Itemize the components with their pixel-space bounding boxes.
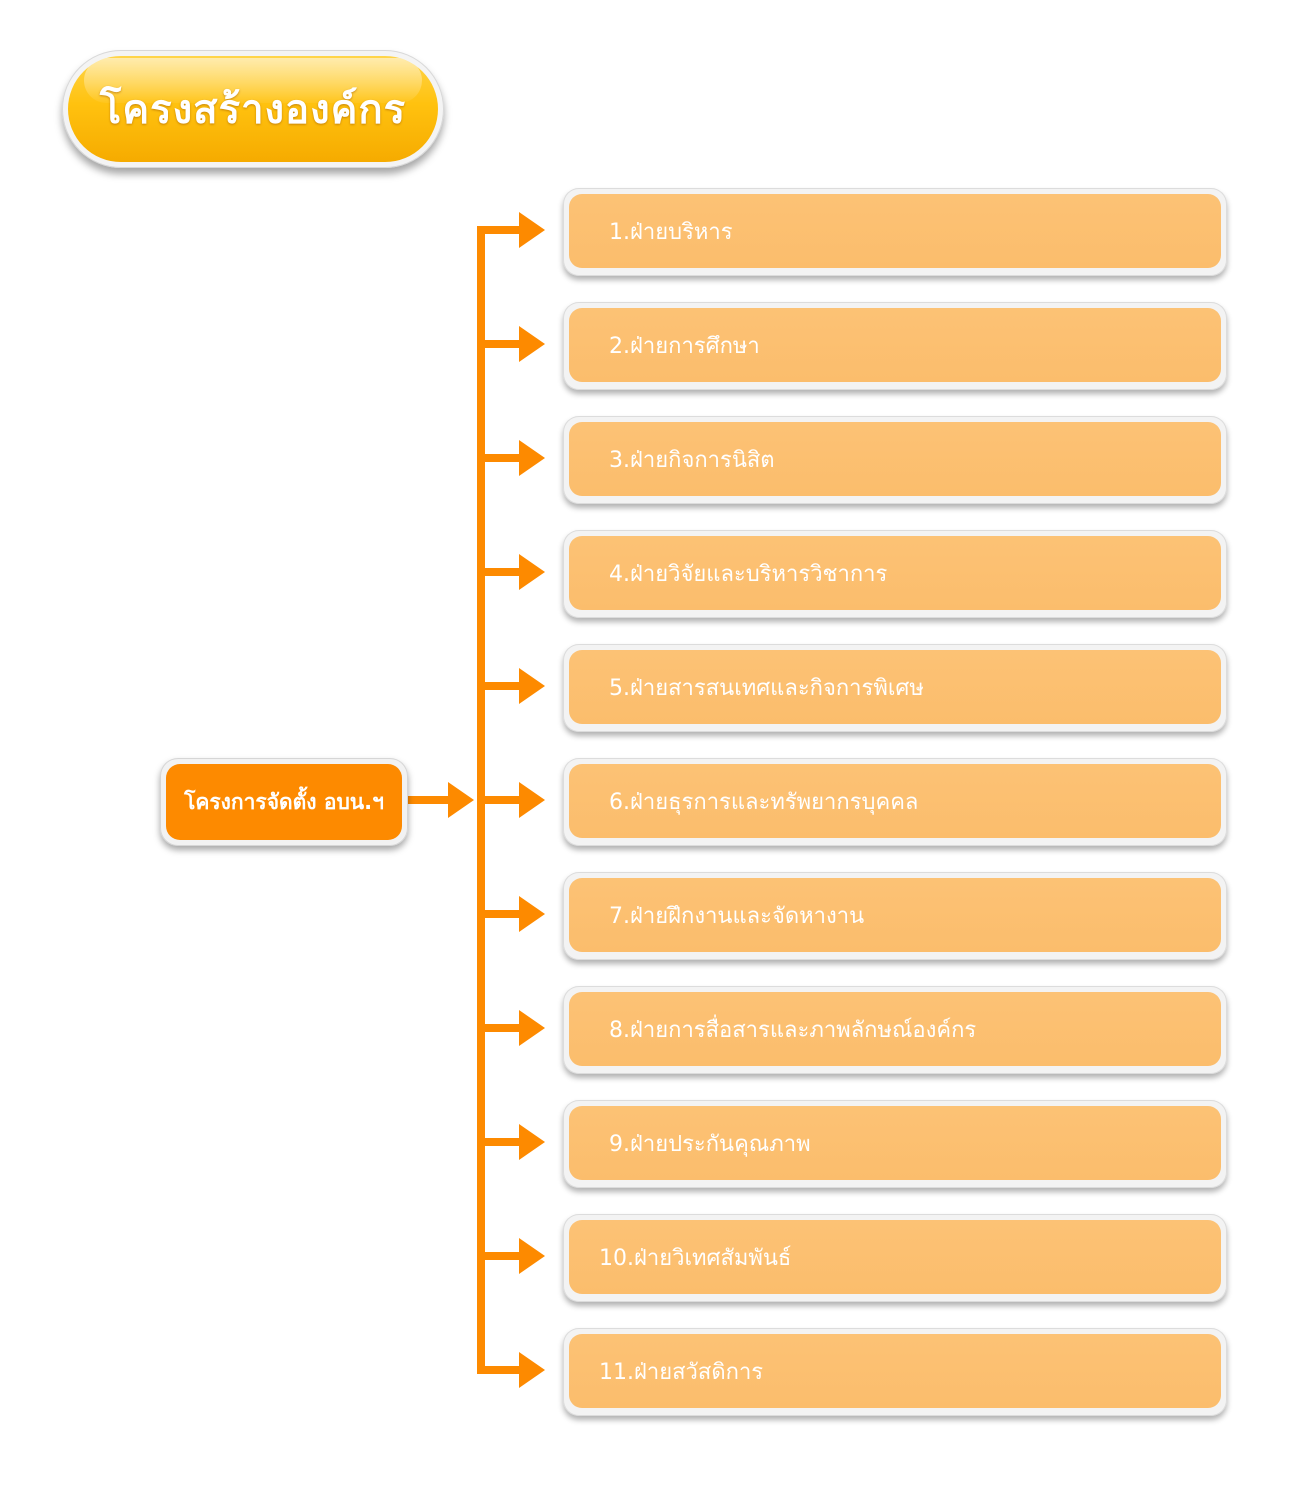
connector-branch — [477, 226, 520, 234]
connector-arrow — [519, 554, 545, 590]
connector-arrow — [519, 1010, 545, 1046]
division-box[interactable]: 2.ฝ่ายการศึกษา — [563, 302, 1227, 390]
connector-branch — [477, 796, 520, 804]
division-label: 6.ฝ่ายธุรการและทรัพยากรบุคคล — [609, 789, 919, 815]
division-label: 5.ฝ่ายสารสนเทศและกิจการพิเศษ — [609, 675, 924, 701]
root-node[interactable]: โครงการจัดตั้ง อบน.ฯ — [160, 758, 408, 846]
division-box[interactable]: 6.ฝ่ายธุรการและทรัพยากรบุคคล — [563, 758, 1227, 846]
root-node-label: โครงการจัดตั้ง อบน.ฯ — [184, 789, 384, 814]
division-label: 4.ฝ่ายวิจัยและบริหารวิชาการ — [609, 561, 888, 587]
connector-arrow — [519, 1124, 545, 1160]
division-box-fill: 10.ฝ่ายวิเทศสัมพันธ์ — [569, 1220, 1221, 1294]
division-label: 2.ฝ่ายการศึกษา — [609, 333, 760, 359]
connector-root-arrow — [448, 782, 474, 818]
division-box-fill: 2.ฝ่ายการศึกษา — [569, 308, 1221, 382]
division-box[interactable]: 3.ฝ่ายกิจการนิสิต — [563, 416, 1227, 504]
page-title: โครงสร้างองค์กร — [99, 87, 407, 133]
connector-branch — [477, 1252, 520, 1260]
connector-arrow — [519, 440, 545, 476]
connector-branch — [477, 1366, 520, 1374]
division-box[interactable]: 10.ฝ่ายวิเทศสัมพันธ์ — [563, 1214, 1227, 1302]
division-label: 9.ฝ่ายประกันคุณภาพ — [609, 1131, 811, 1157]
division-box-fill: 1.ฝ่ายบริหาร — [569, 194, 1221, 268]
division-box-fill: 8.ฝ่ายการสื่อสารและภาพลักษณ์องค์กร — [569, 992, 1221, 1066]
division-label: 1.ฝ่ายบริหาร — [609, 219, 733, 245]
connector-branch — [477, 568, 520, 576]
connector-group — [408, 212, 545, 1388]
division-box-fill: 5.ฝ่ายสารสนเทศและกิจการพิเศษ — [569, 650, 1221, 724]
root-node-fill: โครงการจัดตั้ง อบน.ฯ — [166, 764, 402, 840]
connector-root-line — [408, 796, 448, 804]
division-label: 7.ฝ่ายฝึกงานและจัดหางาน — [609, 903, 865, 929]
connector-branch — [477, 682, 520, 690]
connector-arrow — [519, 326, 545, 362]
division-label: 8.ฝ่ายการสื่อสารและภาพลักษณ์องค์กร — [609, 1017, 977, 1043]
division-box[interactable]: 11.ฝ่ายสวัสดิการ — [563, 1328, 1227, 1416]
division-box-fill: 11.ฝ่ายสวัสดิการ — [569, 1334, 1221, 1408]
connector-branch — [477, 910, 520, 918]
division-box-fill: 7.ฝ่ายฝึกงานและจัดหางาน — [569, 878, 1221, 952]
division-label: 11.ฝ่ายสวัสดิการ — [599, 1359, 764, 1385]
division-box[interactable]: 1.ฝ่ายบริหาร — [563, 188, 1227, 276]
connector-branch — [477, 454, 520, 462]
title-badge-fill: โครงสร้างองค์กร — [68, 56, 438, 162]
division-box[interactable]: 4.ฝ่ายวิจัยและบริหารวิชาการ — [563, 530, 1227, 618]
connector-arrow — [519, 782, 545, 818]
division-box-fill: 3.ฝ่ายกิจการนิสิต — [569, 422, 1221, 496]
division-box[interactable]: 8.ฝ่ายการสื่อสารและภาพลักษณ์องค์กร — [563, 986, 1227, 1074]
title-badge: โครงสร้างองค์กร — [62, 50, 444, 168]
connector-arrow — [519, 668, 545, 704]
connector-branch — [477, 1138, 520, 1146]
connector-branch — [477, 340, 520, 348]
connector-arrow — [519, 896, 545, 932]
connector-arrow — [519, 1238, 545, 1274]
connector-branch — [477, 1024, 520, 1032]
division-box-fill: 9.ฝ่ายประกันคุณภาพ — [569, 1106, 1221, 1180]
division-label: 10.ฝ่ายวิเทศสัมพันธ์ — [599, 1245, 792, 1271]
connector-arrow — [519, 1352, 545, 1388]
division-box[interactable]: 5.ฝ่ายสารสนเทศและกิจการพิเศษ — [563, 644, 1227, 732]
division-box-fill: 4.ฝ่ายวิจัยและบริหารวิชาการ — [569, 536, 1221, 610]
division-label: 3.ฝ่ายกิจการนิสิต — [609, 447, 775, 473]
connector-arrow — [519, 212, 545, 248]
division-box[interactable]: 9.ฝ่ายประกันคุณภาพ — [563, 1100, 1227, 1188]
division-box[interactable]: 7.ฝ่ายฝึกงานและจัดหางาน — [563, 872, 1227, 960]
division-box-fill: 6.ฝ่ายธุรการและทรัพยากรบุคคล — [569, 764, 1221, 838]
